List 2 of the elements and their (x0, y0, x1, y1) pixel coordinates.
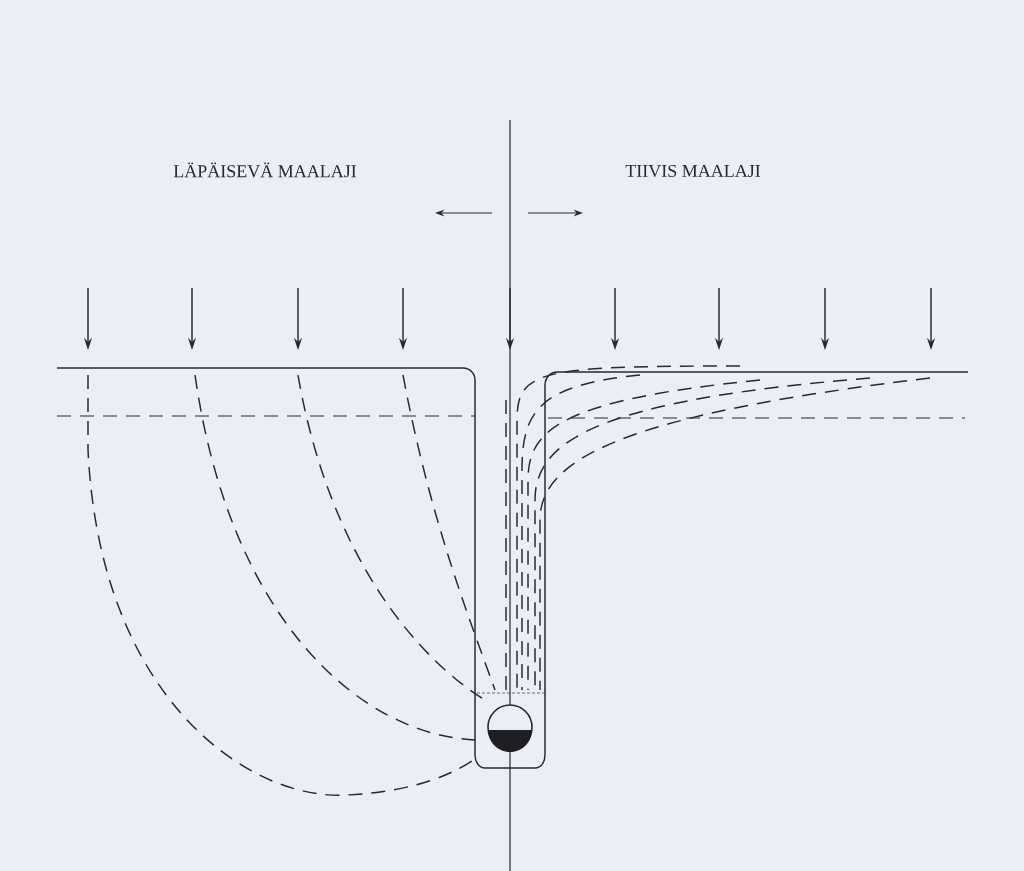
soil-label: TIIVIS MAALAJI (625, 164, 761, 178)
soil-label: LÄPÄISEVÄ MAALAJI (173, 162, 357, 178)
